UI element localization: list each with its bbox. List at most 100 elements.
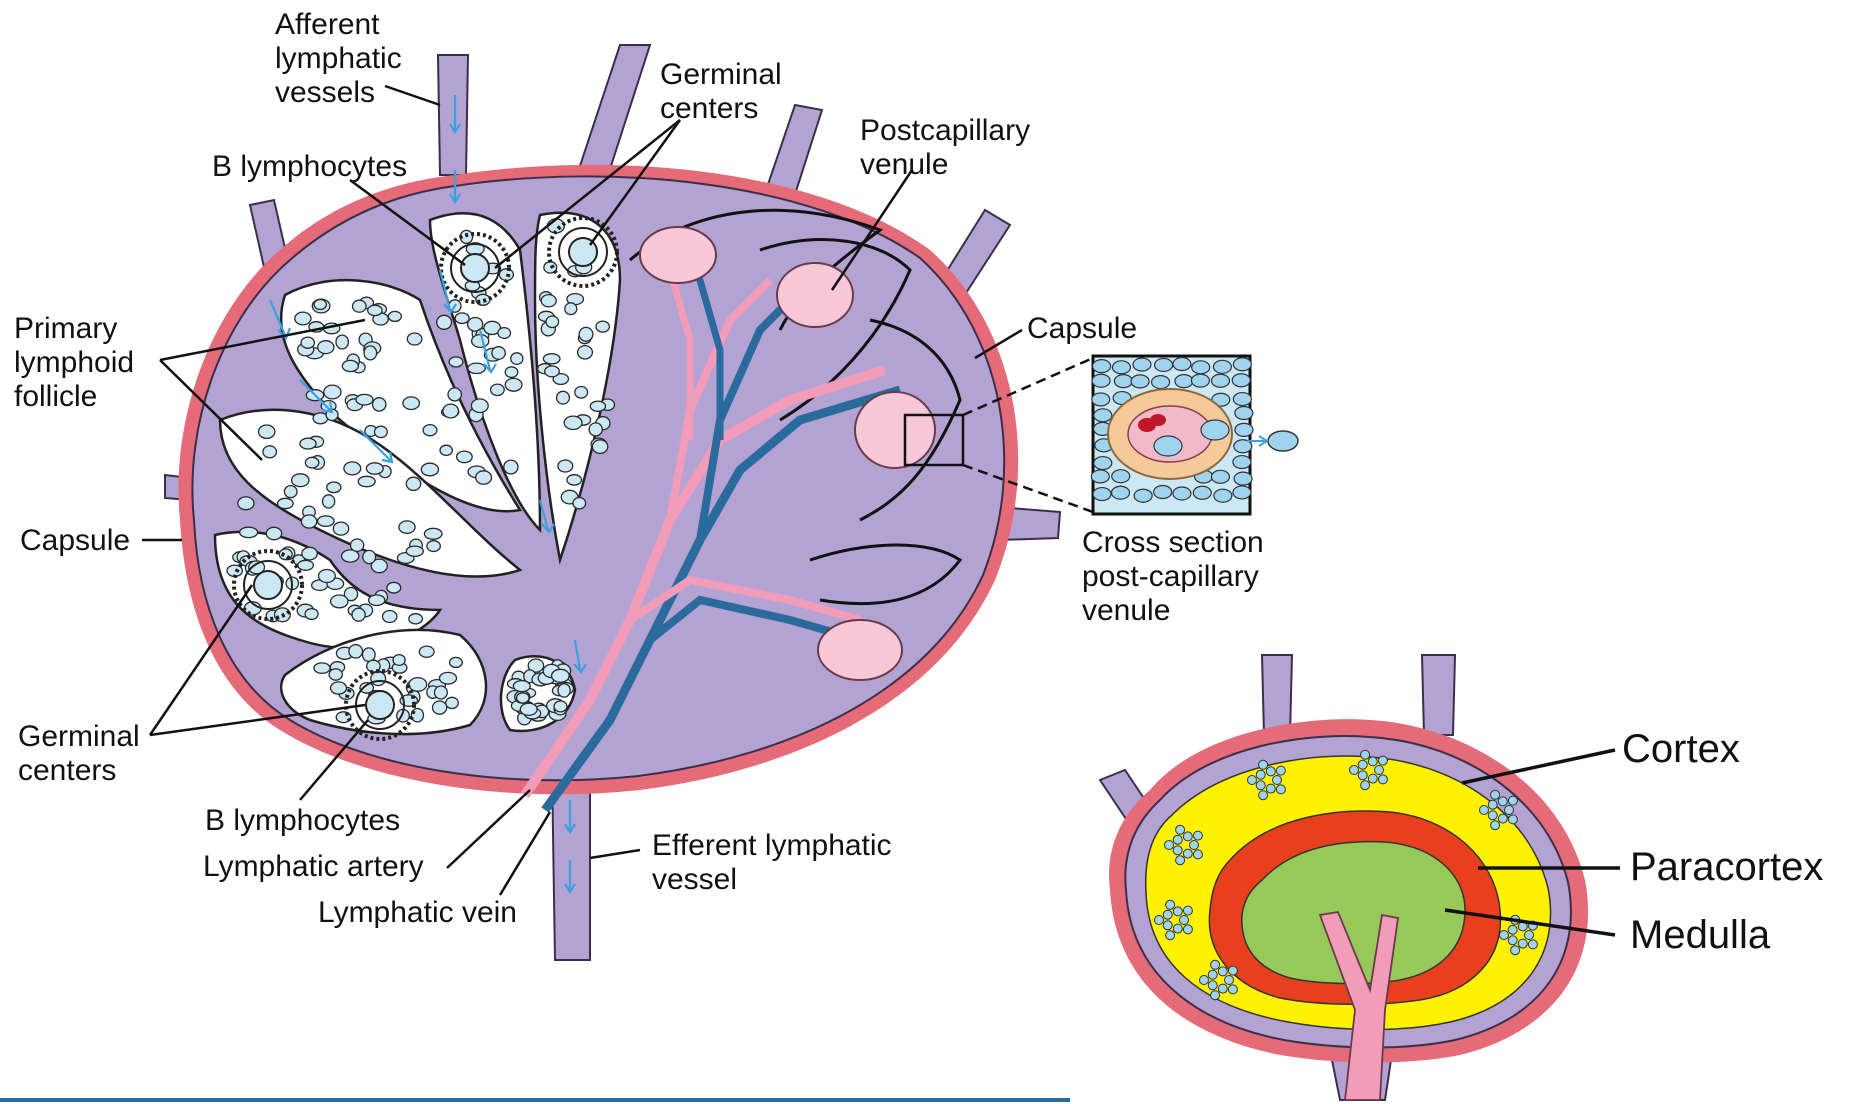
label-cross-section-1: Cross section xyxy=(1082,526,1264,559)
inset-cell xyxy=(1233,456,1251,469)
lymphocyte xyxy=(342,360,358,371)
lymphocyte xyxy=(443,404,459,418)
lymphocyte xyxy=(448,388,461,401)
lymphocyte xyxy=(511,353,523,365)
label-postcapillary-2: venule xyxy=(860,148,948,181)
lymphocyte xyxy=(279,549,292,560)
lymphocyte xyxy=(421,463,438,476)
inset-cell xyxy=(1133,358,1151,371)
lymphocyte xyxy=(472,335,489,348)
lymphocyte xyxy=(295,312,311,325)
lymphocyte xyxy=(449,357,463,367)
lymphocyte xyxy=(567,475,582,485)
inset-cell xyxy=(1235,423,1253,436)
lymphocyte xyxy=(371,672,386,686)
lymphocyte xyxy=(440,445,452,455)
lymphocyte xyxy=(547,219,564,233)
inset-cell xyxy=(1093,360,1111,373)
lymphocyte xyxy=(331,682,347,694)
label-capsule-left: Capsule xyxy=(20,524,130,557)
lymphocyte xyxy=(366,463,383,474)
lymphocyte xyxy=(302,547,317,560)
inset-cell xyxy=(1173,358,1191,371)
lymphocyte xyxy=(369,595,385,606)
lymphocyte xyxy=(314,663,330,673)
inset-cell xyxy=(1155,358,1173,371)
label-postcapillary-1: Postcapillary xyxy=(860,114,1030,147)
inset-cell xyxy=(1191,374,1209,387)
lymphocyte xyxy=(505,367,518,378)
lymphocyte xyxy=(319,570,336,583)
lymphocyte xyxy=(409,678,427,692)
inset-cell xyxy=(1112,361,1130,374)
lymphocyte xyxy=(344,462,361,475)
inset-cell xyxy=(1112,486,1130,499)
inset-cell xyxy=(1211,470,1229,483)
lymphocyte xyxy=(435,686,448,699)
lymphocyte xyxy=(305,457,318,468)
inset-cell xyxy=(1192,361,1210,374)
inset-cell xyxy=(1092,393,1110,406)
lymphocyte xyxy=(552,669,570,682)
lymphocyte xyxy=(437,315,452,329)
inset-cell xyxy=(1091,470,1109,483)
lymphocyte xyxy=(363,550,376,563)
lymphocyte xyxy=(592,440,607,454)
lymphocyte xyxy=(351,539,364,551)
lymphocyte xyxy=(388,311,401,321)
lymphocyte xyxy=(318,516,335,526)
lymphocyte xyxy=(433,701,447,714)
lymphocyte xyxy=(558,460,573,472)
lymphocyte xyxy=(318,341,334,354)
inset-cell xyxy=(1094,409,1112,422)
lymphocyte xyxy=(476,471,492,484)
label-efferent-1: Efferent lymphatic xyxy=(652,829,892,862)
lymphocyte xyxy=(356,394,373,405)
inset-cell xyxy=(1134,489,1152,502)
inset-cell xyxy=(1092,374,1110,387)
label-lymphatic-artery: Lymphatic artery xyxy=(203,850,424,883)
label-afferent-3: vessels xyxy=(275,76,375,109)
label-primary-follicle-3: follicle xyxy=(14,380,97,413)
lymphocyte xyxy=(375,426,388,437)
inset-cell xyxy=(1154,486,1172,499)
lymphocyte xyxy=(407,333,422,345)
inset-cell xyxy=(1152,376,1170,389)
inset-cell xyxy=(1233,486,1251,499)
germinal-center xyxy=(441,234,509,302)
inset-cell xyxy=(1211,374,1229,387)
lymphocyte xyxy=(349,645,363,658)
lymphocyte xyxy=(364,346,377,360)
lymphocyte xyxy=(589,423,602,436)
lymphocyte xyxy=(358,476,375,486)
lymphocyte xyxy=(399,521,415,533)
label-afferent-2: lymphatic xyxy=(275,42,402,75)
lymphocyte xyxy=(298,560,314,570)
label-lymphatic-vein: Lymphatic vein xyxy=(318,896,517,929)
inset-cell xyxy=(1213,360,1231,373)
inset-cell xyxy=(1232,374,1250,387)
lymphocyte xyxy=(301,337,314,348)
lymphocyte xyxy=(314,300,326,310)
lymphocyte xyxy=(440,672,457,684)
inset-cell xyxy=(1193,486,1211,499)
lymphocyte xyxy=(513,681,530,692)
lymphocyte xyxy=(263,446,277,458)
inset-cell xyxy=(1094,457,1112,470)
lymphocyte xyxy=(383,611,397,623)
lymphocyte xyxy=(373,398,386,411)
lymphocyte xyxy=(423,425,437,436)
label-medulla: Medulla xyxy=(1630,913,1771,957)
lymphocyte xyxy=(491,384,505,395)
lymphocyte xyxy=(266,527,281,539)
lymphocyte xyxy=(573,498,586,509)
lymphocyte xyxy=(240,527,258,537)
lymphocyte xyxy=(596,321,609,332)
lymphocyte xyxy=(558,684,570,697)
lymphocyte xyxy=(409,614,423,624)
lymphocyte xyxy=(564,416,582,429)
inset-cell xyxy=(1235,406,1253,419)
inset-cell xyxy=(1131,375,1149,388)
germinal-center xyxy=(549,218,617,286)
